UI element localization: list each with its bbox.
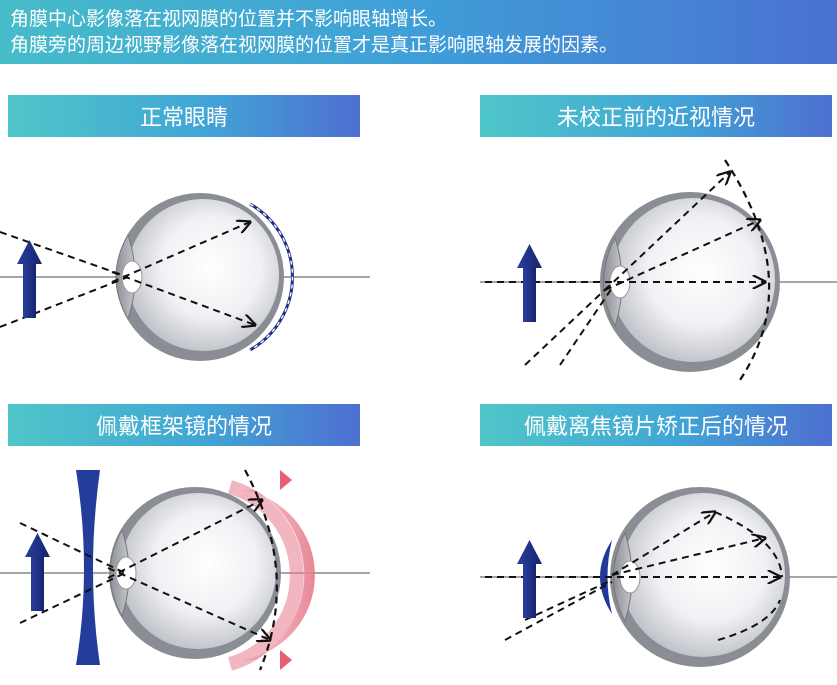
uncorrected-myopia-diagram <box>480 159 837 381</box>
defocus-lens-diagram <box>480 487 837 667</box>
panel-title-uncorrected-myopia: 未校正前的近视情况 <box>480 95 832 137</box>
normal-eye-diagram <box>0 193 370 361</box>
light-rays <box>0 222 255 327</box>
eyeball <box>115 193 284 361</box>
light-rays <box>19 500 270 640</box>
panel-title-defocus-lens: 佩戴离焦镜片矫正后的情况 <box>480 404 832 446</box>
header-banner: 角膜中心影像落在视网膜的位置并不影响眼轴增长。 角膜旁的周边视野影像落在视网膜的… <box>0 0 837 64</box>
defocus-arrow-icon <box>280 650 292 670</box>
header-line-1: 角膜中心影像落在视网膜的位置并不影响眼轴增长。 <box>10 8 448 30</box>
object-arrow-icon <box>25 533 50 611</box>
image-shell-curve <box>724 159 771 381</box>
eyeball <box>109 487 281 659</box>
panel-title-frame-glasses: 佩戴框架镜的情况 <box>8 404 360 446</box>
panel-title-normal-eye: 正常眼睛 <box>8 95 360 137</box>
object-arrow-icon <box>517 540 542 618</box>
image-shell-curve <box>244 469 278 671</box>
object-arrow-icon <box>17 240 42 318</box>
frame-lens <box>76 470 100 665</box>
defocus-arrow-icon <box>280 470 292 490</box>
frame-glasses-diagram <box>0 469 370 671</box>
object-arrow-icon <box>517 244 542 322</box>
peripheral-defocus-shell <box>242 490 315 660</box>
eyeball <box>600 192 780 372</box>
header-line-2: 角膜旁的周边视野影像落在视网膜的位置才是真正影响眼轴发展的因素。 <box>10 34 619 56</box>
light-rays <box>485 172 765 366</box>
